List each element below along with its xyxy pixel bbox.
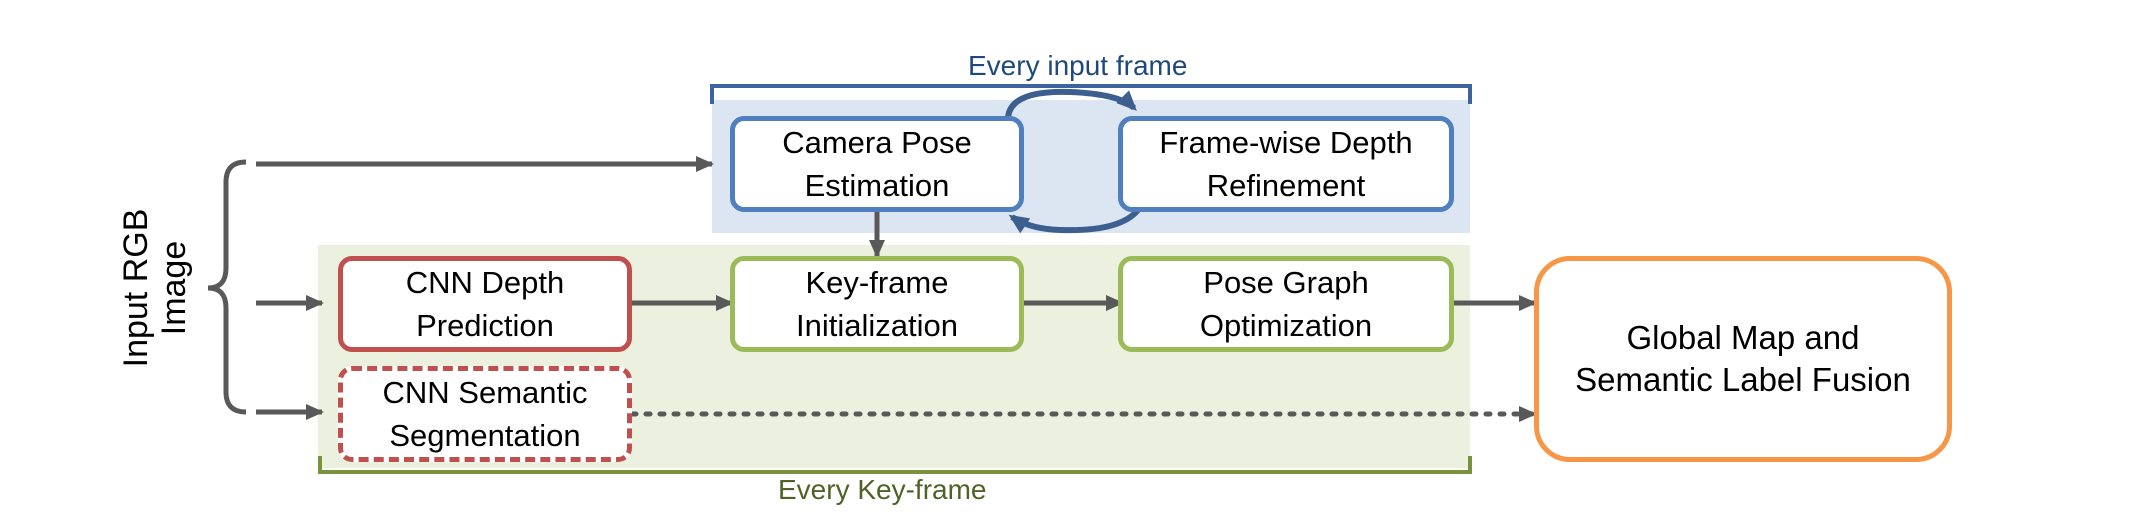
- every-input-frame-label: Every input frame: [968, 50, 1188, 81]
- camera-pose-estimation-box: Camera Pose Estimation: [730, 116, 1024, 212]
- cnn-semantic-segmentation-box: CNN Semantic Segmentation: [338, 366, 632, 462]
- cnn-depth-prediction-label: CNN Depth Prediction: [405, 265, 565, 343]
- frame-wise-depth-refinement-label: Frame-wise Depth Refinement: [1159, 125, 1413, 203]
- input-rgb-image-label: Input RGB Image: [117, 208, 193, 368]
- pose-graph-optimization-label: Pose Graph Optimization: [1199, 265, 1373, 343]
- global-map-fusion-label: Global Map and Semantic Label Fusion: [1575, 319, 1911, 398]
- arrow-depth-refinement-to-camera-pose: [1008, 207, 1141, 234]
- frame-wise-depth-refinement-box: Frame-wise Depth Refinement: [1118, 116, 1454, 212]
- cnn-depth-prediction-box: CNN Depth Prediction: [338, 256, 632, 352]
- keyframe-initialization-box: Key-frame Initialization: [730, 256, 1024, 352]
- every-keyframe-bracket: [318, 456, 1472, 474]
- every-input-frame-bracket: [710, 84, 1472, 104]
- input-curly-brace: [207, 159, 247, 415]
- cnn-semantic-segmentation-label: CNN Semantic Segmentation: [382, 375, 588, 453]
- keyframe-initialization-label: Key-frame Initialization: [796, 265, 958, 343]
- camera-pose-estimation-label: Camera Pose Estimation: [782, 125, 972, 203]
- every-keyframe-label: Every Key-frame: [778, 474, 987, 505]
- pose-graph-optimization-box: Pose Graph Optimization: [1118, 256, 1454, 352]
- global-map-fusion-box: Global Map and Semantic Label Fusion: [1534, 256, 1952, 462]
- arrow-camera-pose-to-depth-refinement: [1005, 88, 1137, 119]
